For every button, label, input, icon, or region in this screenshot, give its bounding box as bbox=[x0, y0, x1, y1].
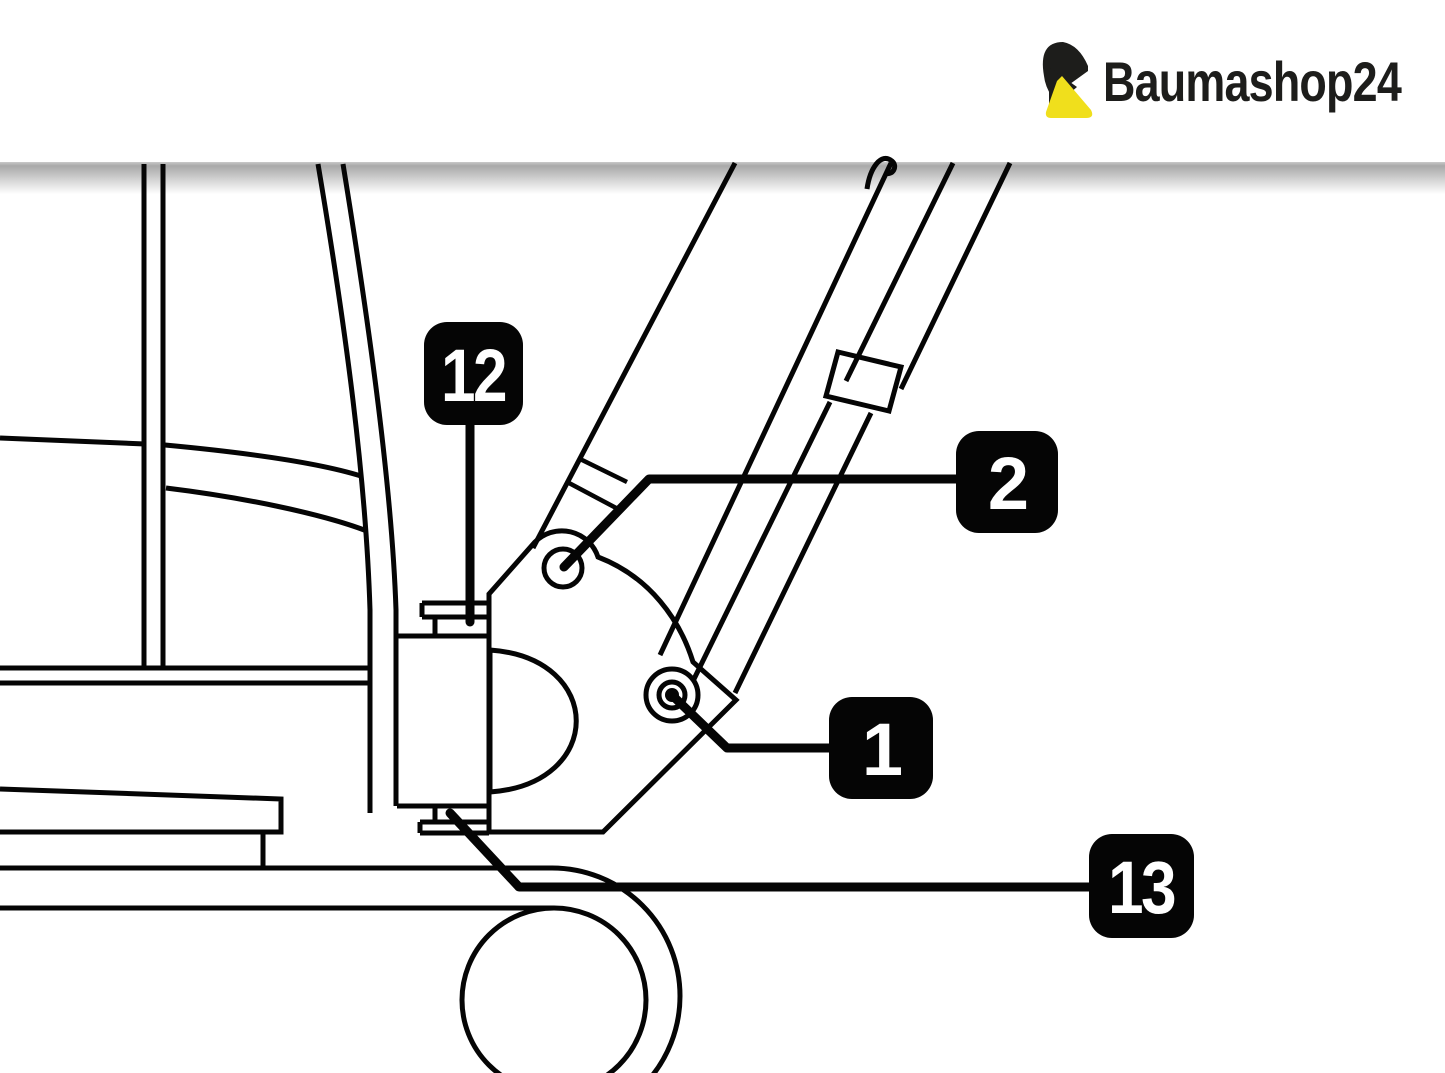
swing-bracket bbox=[486, 528, 740, 835]
pin-2 bbox=[541, 546, 585, 590]
logo-mark-yellow-shape bbox=[1045, 76, 1093, 118]
part-marker-13[interactable]: 13 bbox=[445, 808, 1194, 938]
dozer-blade bbox=[0, 786, 284, 868]
baumashop24-logo: Baumashop24 bbox=[1042, 42, 1403, 118]
marker-number-12: 12 bbox=[441, 334, 506, 417]
deck-lines bbox=[0, 665, 368, 686]
boom-cylinder bbox=[691, 161, 1013, 695]
logo-text: Baumashop24 bbox=[1103, 50, 1402, 113]
upper-mount-tab bbox=[398, 600, 489, 639]
excavator-line-art bbox=[0, 156, 1013, 1073]
idler-wheel bbox=[459, 905, 649, 1073]
marker-badge-2[interactable] bbox=[956, 431, 1058, 533]
marker-number-13: 13 bbox=[1108, 846, 1175, 929]
marker-badge-13[interactable] bbox=[1089, 834, 1194, 938]
pin-1-inner bbox=[656, 679, 688, 711]
boom bbox=[530, 156, 898, 657]
part-marker-1[interactable]: 1 bbox=[670, 693, 933, 799]
leader-line-1 bbox=[670, 693, 836, 753]
marker-number-2: 2 bbox=[988, 442, 1027, 525]
part-marker-12[interactable]: 12 bbox=[424, 322, 523, 627]
pin-1-outer bbox=[643, 666, 701, 724]
marker-badge-1[interactable] bbox=[829, 697, 933, 799]
track-undercarriage bbox=[0, 865, 683, 1073]
baumashop24-logo-mark bbox=[1042, 42, 1093, 118]
leader-line-13 bbox=[445, 808, 1096, 892]
marker-number-1: 1 bbox=[862, 708, 902, 791]
boom-cut-curl bbox=[864, 156, 898, 190]
cylinder-collar bbox=[822, 349, 905, 414]
part-marker-2[interactable]: 2 bbox=[559, 431, 1058, 572]
cab-structure bbox=[0, 163, 399, 813]
marker-badge-12[interactable] bbox=[424, 322, 523, 425]
leader-line-2 bbox=[559, 474, 962, 572]
